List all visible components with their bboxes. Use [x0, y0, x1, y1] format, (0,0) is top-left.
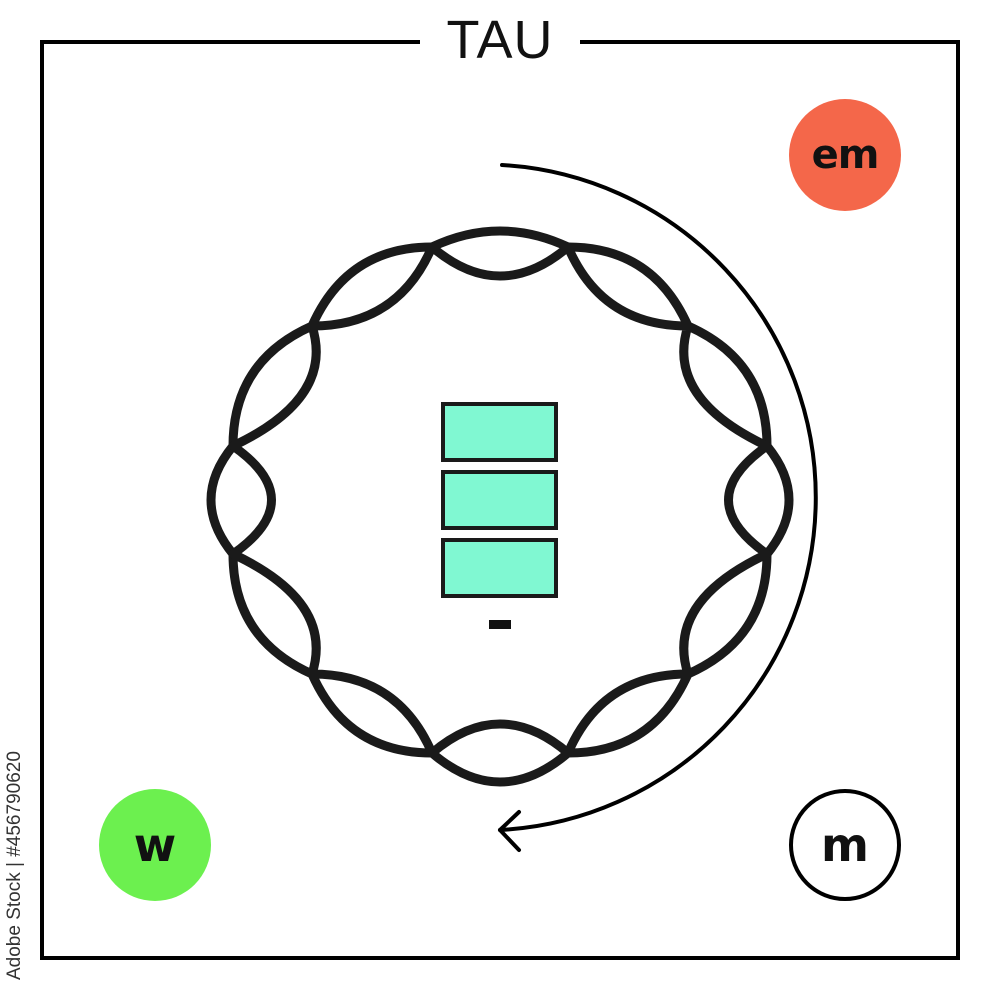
protein-block	[441, 470, 558, 530]
protein-block	[441, 538, 558, 598]
m-badge: m	[789, 789, 901, 901]
stock-watermark: Adobe Stock | #456790620	[4, 751, 25, 980]
rotation-arc	[498, 163, 818, 832]
protein-block	[441, 402, 558, 462]
em-badge-label: em	[811, 132, 880, 178]
w-badge: w	[99, 789, 211, 901]
tau-protein-stack	[441, 402, 558, 629]
microtubule-ring	[206, 226, 794, 787]
diagram-title: TAU	[420, 8, 580, 72]
ring-strand-inner	[228, 226, 772, 758]
em-badge: em	[789, 99, 901, 211]
w-badge-label: w	[133, 818, 177, 872]
minus-mark	[489, 620, 511, 629]
rotation-arrowhead	[498, 810, 521, 852]
m-badge-label: m	[821, 818, 869, 872]
